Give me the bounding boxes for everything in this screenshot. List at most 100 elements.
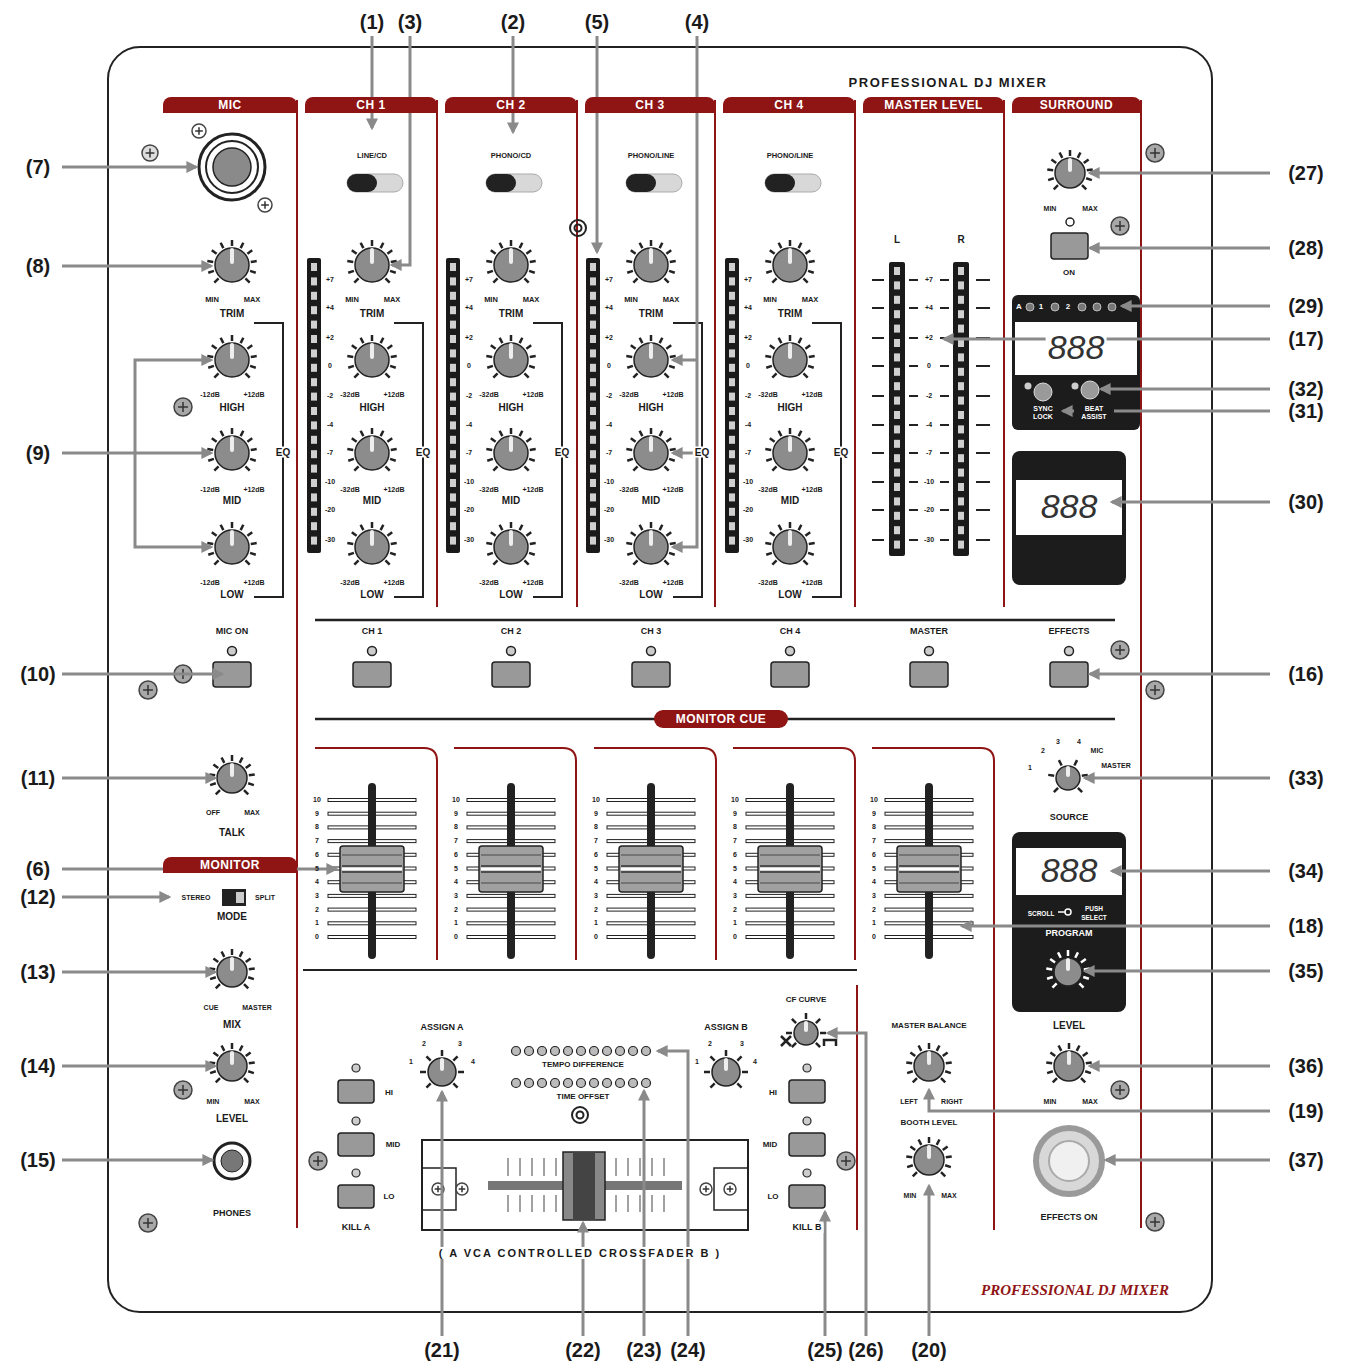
leader-line bbox=[62, 971, 215, 974]
screw bbox=[700, 1183, 712, 1195]
leader-line bbox=[643, 1091, 646, 1336]
panel-label: LEFT bbox=[900, 1098, 918, 1106]
meter-led bbox=[958, 512, 964, 520]
knob-tick bbox=[799, 525, 802, 530]
screw bbox=[142, 145, 158, 161]
knob-tick bbox=[792, 1043, 796, 1047]
meter-led bbox=[958, 425, 964, 433]
rule-line bbox=[872, 307, 884, 309]
rule-line bbox=[872, 365, 884, 367]
panel-label: +7 bbox=[326, 276, 334, 284]
cue-button bbox=[353, 662, 391, 687]
panel-label: +2 bbox=[744, 334, 752, 342]
offset-led bbox=[551, 1079, 560, 1088]
panel-label: -32dB bbox=[479, 391, 498, 399]
rule-line bbox=[621, 882, 681, 884]
panel-label: LOW bbox=[639, 589, 662, 600]
led bbox=[352, 1064, 360, 1072]
panel-label: MAX bbox=[663, 296, 680, 304]
offset-led bbox=[603, 1079, 612, 1088]
knob-pointer bbox=[724, 1060, 728, 1069]
knob-tick bbox=[210, 977, 216, 979]
rule-line bbox=[940, 307, 949, 309]
knob-tick bbox=[354, 373, 358, 377]
panel-label: -7 bbox=[745, 449, 751, 457]
knob-tick bbox=[631, 345, 636, 349]
knob-tick bbox=[244, 790, 248, 794]
knob-tick bbox=[704, 1071, 710, 1074]
panel-label: MIN bbox=[1044, 1098, 1057, 1106]
knob-tick bbox=[808, 366, 814, 368]
input-switch bbox=[486, 174, 542, 192]
indicator-led bbox=[1108, 303, 1116, 311]
meter-led bbox=[729, 436, 735, 444]
knob-tick bbox=[631, 532, 636, 536]
band-title: MASTER LEVEL bbox=[884, 99, 983, 111]
panel-label: -7 bbox=[327, 449, 333, 457]
panel-label: 0 bbox=[315, 933, 319, 941]
panel-label: SELECT bbox=[1081, 914, 1107, 921]
meter-led bbox=[590, 508, 596, 516]
panel-label: LO bbox=[383, 1193, 394, 1202]
meter-led bbox=[729, 335, 735, 343]
meter-led bbox=[311, 508, 317, 516]
level-meter bbox=[889, 262, 905, 556]
panel-label: 4 bbox=[594, 878, 598, 886]
leader-line bbox=[371, 36, 374, 128]
knob-tick bbox=[486, 542, 492, 545]
screw-slot bbox=[437, 1186, 439, 1193]
knob-tick bbox=[1054, 788, 1058, 792]
panel-label: 6 bbox=[315, 851, 319, 859]
knob-tick bbox=[670, 355, 676, 358]
knob-tick bbox=[803, 466, 807, 470]
led bbox=[352, 1117, 360, 1125]
meter-led bbox=[729, 378, 735, 386]
screw bbox=[1111, 217, 1129, 235]
meter-led bbox=[450, 479, 456, 487]
meter-led bbox=[894, 296, 900, 304]
knob-tick bbox=[221, 431, 224, 436]
panel-label: +12dB bbox=[243, 579, 264, 587]
panel-label: 7 bbox=[454, 837, 458, 845]
led bbox=[803, 1117, 811, 1125]
knob-tick bbox=[805, 1013, 808, 1019]
panel-label: LOW bbox=[220, 589, 243, 600]
knob-tick bbox=[524, 373, 528, 377]
knob-tick bbox=[803, 278, 807, 282]
scroll-icon bbox=[1065, 909, 1071, 915]
knob-tick bbox=[633, 560, 637, 564]
panel-label: MIN bbox=[763, 296, 777, 304]
meter-led bbox=[450, 364, 456, 372]
cue-button bbox=[771, 662, 809, 687]
band-title: CH 2 bbox=[496, 99, 525, 111]
rule-line bbox=[481, 854, 541, 856]
panel-label: TALK bbox=[219, 827, 245, 838]
meter-led bbox=[958, 526, 964, 534]
knob-tick bbox=[247, 250, 252, 254]
meter-led bbox=[958, 325, 964, 333]
knob-tick bbox=[1059, 760, 1062, 765]
panel-label: -2 bbox=[466, 392, 472, 400]
rule-line bbox=[303, 969, 857, 971]
rule-line bbox=[628, 1195, 629, 1212]
tempo-led bbox=[616, 1047, 625, 1056]
panel-label: 3 bbox=[454, 892, 458, 900]
leader-line bbox=[1106, 1159, 1270, 1162]
leader-line bbox=[512, 36, 515, 132]
rule-line bbox=[556, 1195, 557, 1212]
meter-led bbox=[590, 378, 596, 386]
knob-tick bbox=[820, 1032, 826, 1035]
knob-tick bbox=[529, 553, 535, 555]
panel-label: SOURCE bbox=[1050, 813, 1089, 823]
knob-tick bbox=[937, 1046, 940, 1051]
rule-line bbox=[481, 868, 541, 871]
knob-tick bbox=[789, 522, 792, 528]
knob-tick bbox=[221, 243, 224, 248]
meter-led bbox=[958, 368, 964, 376]
knob-tick bbox=[231, 335, 234, 341]
panel-label: MAX bbox=[244, 296, 261, 304]
meter-led bbox=[729, 277, 735, 285]
knob-tick bbox=[786, 1032, 792, 1035]
knob-tick bbox=[770, 438, 775, 442]
knob-tick bbox=[1050, 959, 1055, 963]
